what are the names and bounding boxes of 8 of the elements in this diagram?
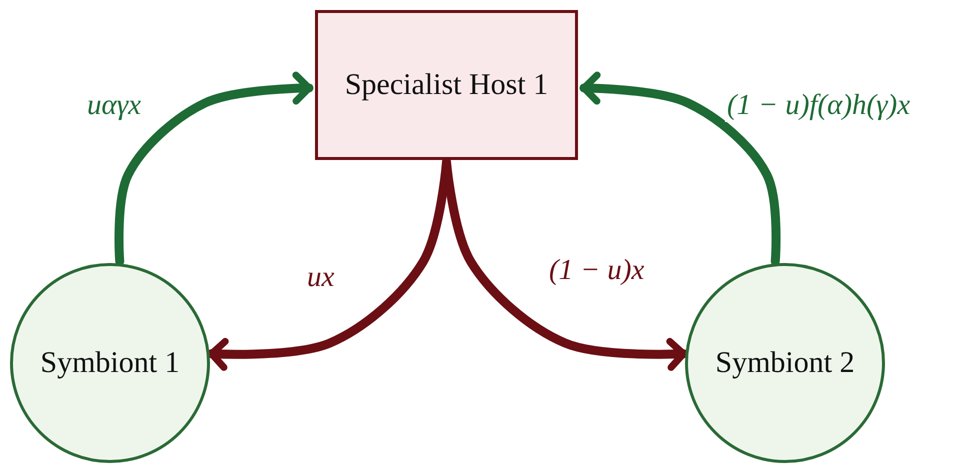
node-label: Symbiont 2 [715,346,855,380]
node-label: Specialist Host 1 [344,68,548,102]
arrow [114,72,314,266]
arrow [442,158,688,371]
process-box [315,10,578,160]
arrow [580,72,781,266]
arrow [207,158,451,371]
node-label: Symbiont 1 [40,346,180,380]
